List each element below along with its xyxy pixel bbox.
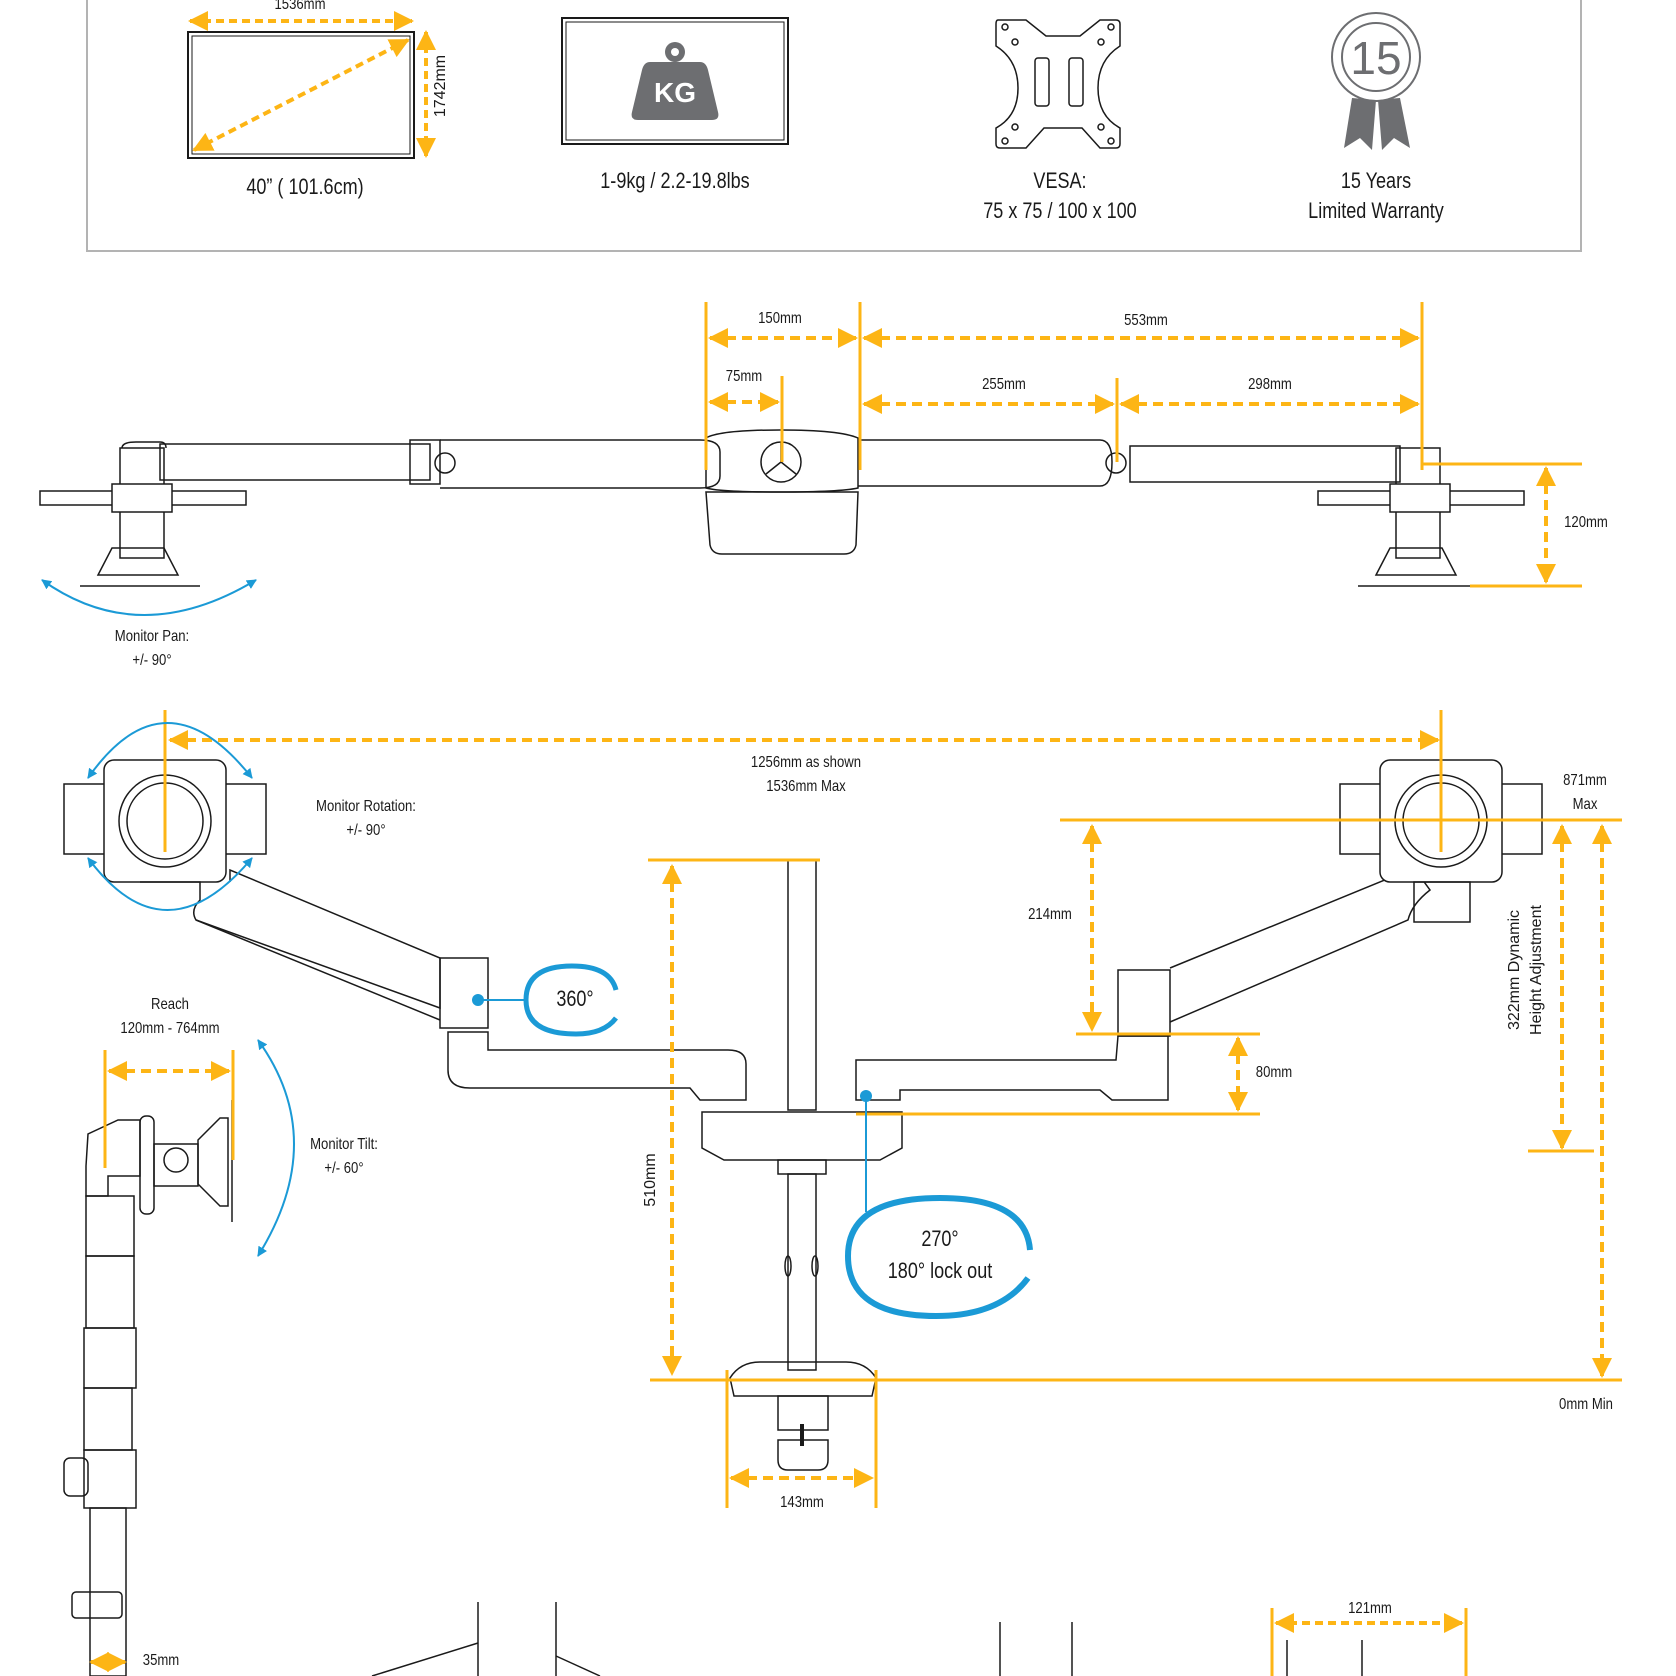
screen-size-label: 40” ( 101.6cm) (246, 174, 364, 199)
dynamic-height-line1: 322mm Dynamic (1506, 909, 1523, 1031)
front-view-drawing (63, 759, 1543, 1471)
dim-150mm: 150mm (758, 310, 802, 327)
warranty-years-label: 15 Years (1340, 168, 1412, 193)
top-view-dimensions (704, 302, 1582, 588)
span-as-shown-label: 1256mm as shown (750, 754, 862, 771)
min-height-label: 0mm Min (1559, 1396, 1613, 1413)
pole-height-510mm: 510mm (642, 1153, 659, 1207)
monitor-rotation-range: +/- 90° (346, 822, 386, 839)
dynamic-height-line2: Height Adjustment (1528, 905, 1545, 1035)
monitor-rotation-title: Monitor Rotation: (316, 798, 416, 815)
pan-arrow-icon (41, 579, 257, 616)
base-rotation-270-label: 270° (921, 1226, 959, 1251)
pole-diameter-35mm: 35mm (142, 1652, 180, 1669)
weight-kg-icon: KG (561, 17, 789, 145)
vesa-title-label: VESA: (1033, 168, 1087, 193)
screen-size-icon (187, 11, 436, 159)
dim-255mm: 255mm (982, 376, 1026, 393)
warranty-type-label: Limited Warranty (1308, 198, 1444, 223)
monitor-tilt-title: Monitor Tilt: (310, 1136, 378, 1153)
base-width-143mm: 143mm (780, 1494, 824, 1511)
weight-capacity-label: 1-9kg / 2.2-19.8lbs (600, 168, 750, 193)
bottom-partial-drawings (371, 1602, 1363, 1676)
dim-120mm: 120mm (1564, 514, 1608, 531)
rotation-arrows-icon (87, 722, 253, 911)
dim-80mm: 80mm (1255, 1064, 1293, 1081)
side-view-dimensions (89, 1050, 235, 1672)
vesa-plate-icon (995, 19, 1121, 149)
max-height-label: Max (1572, 796, 1598, 813)
base-lockout-label: 180° lock out (887, 1258, 993, 1283)
bottom-dimensions (1270, 1608, 1468, 1676)
side-view-drawing (63, 1100, 233, 1676)
dim-75mm: 75mm (725, 368, 763, 385)
screen-width-label: 1536mm (274, 0, 326, 13)
monitor-pan-range: +/- 90° (132, 652, 172, 669)
dim-298mm: 298mm (1248, 376, 1292, 393)
warranty-number: 15 (1350, 32, 1401, 84)
base-rotation-icon (844, 1090, 1033, 1320)
kg-label: KG (654, 77, 696, 108)
spec-summary-box (86, 0, 1582, 252)
reach-range: 120mm - 764mm (120, 1020, 220, 1037)
monitor-tilt-range: +/- 60° (324, 1160, 364, 1177)
tilt-arrow-icon (257, 1039, 295, 1257)
dim-214mm: 214mm (1028, 906, 1072, 923)
warranty-ribbon-icon: 15 (1331, 12, 1421, 150)
swivel-360-icon (472, 963, 619, 1037)
dim-553mm: 553mm (1124, 312, 1168, 329)
swivel-360-label: 360° (556, 986, 594, 1011)
monitor-pan-title: Monitor Pan: (114, 628, 190, 645)
front-view-dimensions (163, 710, 1622, 1508)
reach-title: Reach (151, 996, 189, 1013)
max-height-value: 871mm (1563, 772, 1607, 789)
dim-121mm: 121mm (1348, 1600, 1392, 1617)
screen-height-label: 1742mm (432, 54, 449, 118)
span-max-label: 1536mm Max (766, 778, 846, 795)
vesa-sizes-label: 75 x 75 / 100 x 100 (983, 198, 1137, 223)
